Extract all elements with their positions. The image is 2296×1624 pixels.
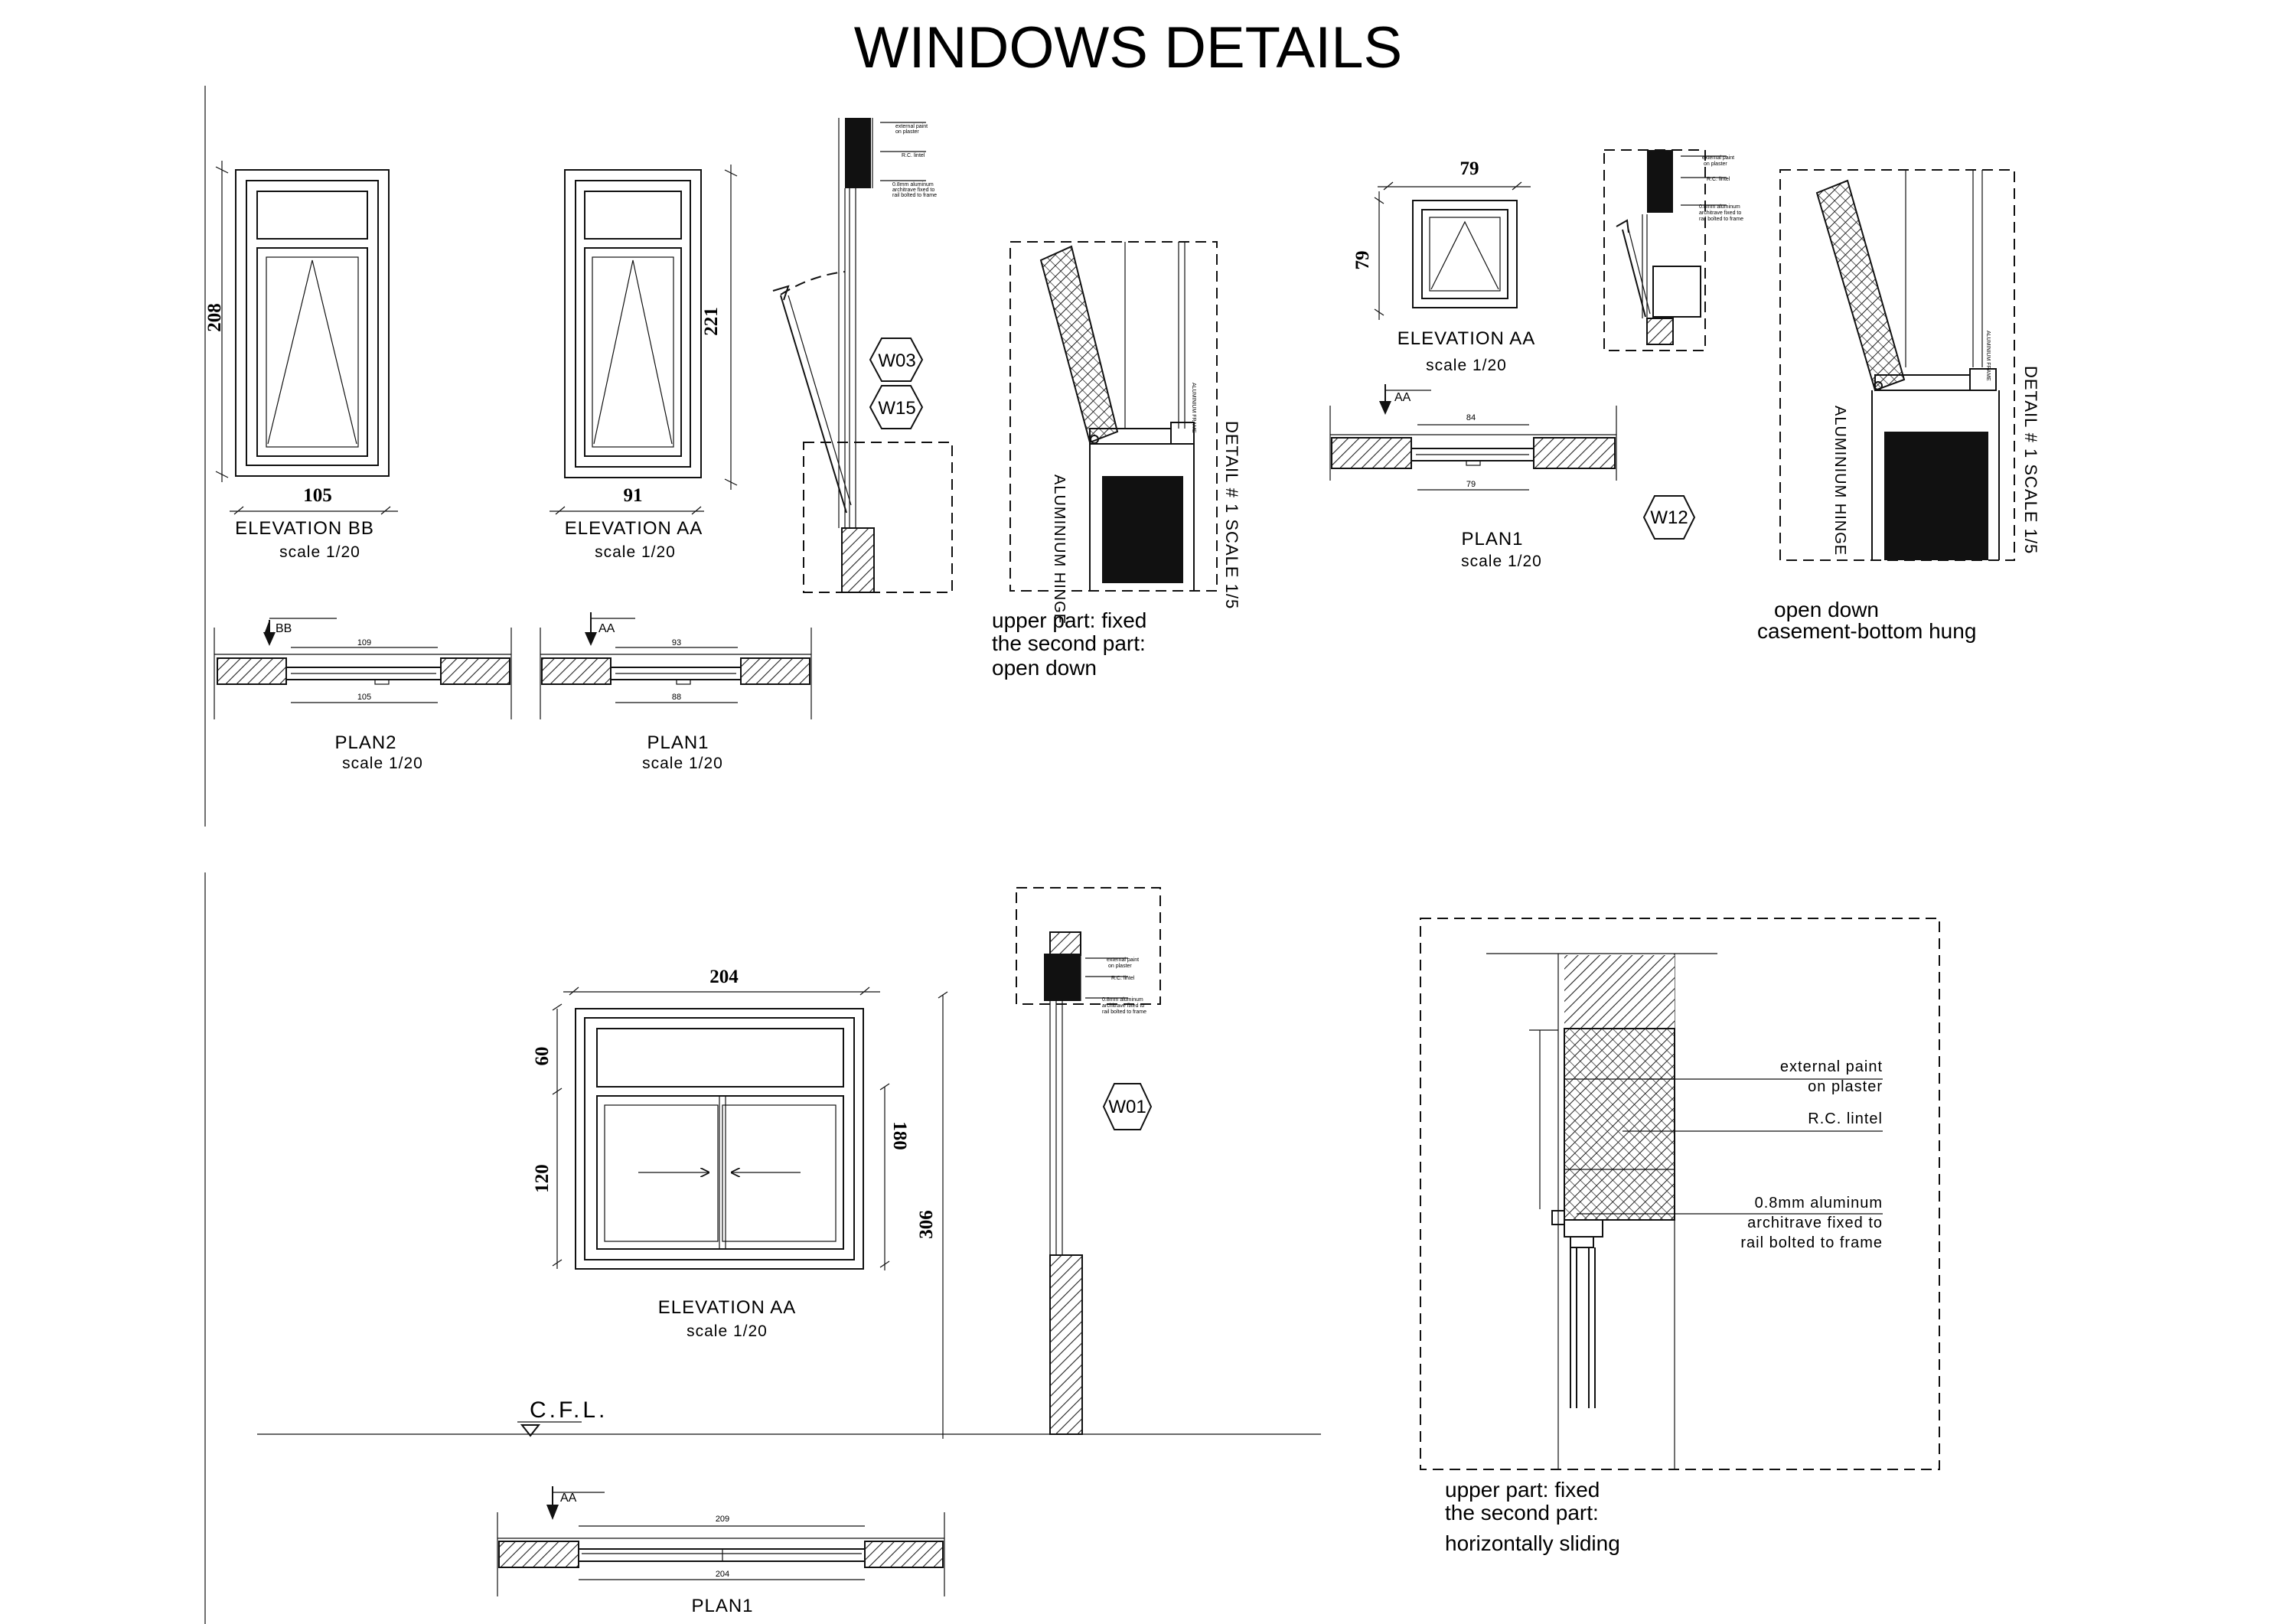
plan1-bottom: AA 209 204 PLAN1	[497, 1486, 945, 1616]
elev-bb-width-dim: 105	[303, 485, 332, 506]
plan1-right-scale: scale 1/20	[1461, 553, 1542, 570]
detail-1-frame-label: ALUMINIUM FRAME	[1191, 383, 1196, 433]
elev-bb-scale: scale 1/20	[279, 543, 360, 561]
elev-bb-height-dim: 208	[204, 303, 225, 332]
plan2-dim-bottom: 105	[357, 693, 371, 702]
svg-text:on plaster: on plaster	[895, 129, 919, 135]
elev-bottom-width-dim: 204	[709, 967, 739, 987]
large-section-detail: external paint on plaster R.C. lintel 0.…	[1420, 918, 1940, 1555]
svg-text:R.C. lintel: R.C. lintel	[1111, 976, 1135, 981]
detail-1-note-line-2: the second part:	[992, 631, 1146, 655]
callout-rail: rail bolted to frame	[1740, 1234, 1883, 1251]
elev-aa-width-dim: 91	[624, 485, 643, 506]
plan1-bottom-dim-top: 209	[716, 1515, 729, 1524]
plan1-right-label: PLAN1	[1461, 529, 1523, 549]
section-w03-w15: external paint on plaster R.C. lintel 0.…	[772, 118, 953, 593]
callout-external-paint: external paint	[1780, 1058, 1883, 1075]
section-w01: external paint on plaster R.C. lintel 0.…	[1016, 887, 1161, 1435]
elevation-aa-right: 79 79 ELEVATION AA scale 1/20	[1352, 158, 1536, 374]
tag-w03: W03	[878, 351, 915, 371]
elevation-aa-left: 221 91 ELEVATION AA scale 1/20	[550, 165, 738, 561]
svg-text:rail bolted to frame: rail bolted to frame	[892, 193, 937, 198]
plan1-bottom-label: PLAN1	[691, 1596, 753, 1616]
detail-1-hinge-label: ALUMINIUM HINGE	[1051, 474, 1068, 624]
large-detail-note-line-1: upper part: fixed	[1445, 1478, 1600, 1502]
elev-aa-right-height-dim: 79	[1352, 251, 1373, 270]
cfl-label: C.F.L.	[530, 1397, 608, 1423]
svg-text:on plaster: on plaster	[1704, 161, 1727, 167]
section-w12: external paint on plaster R.C. lintel 0.…	[1603, 149, 1743, 351]
plan1-left-scale: scale 1/20	[642, 755, 723, 772]
tag-w12: W12	[1650, 507, 1688, 528]
cfl-marker: C.F.L.	[257, 1397, 1321, 1437]
plan1-left-dim-bottom: 88	[672, 693, 681, 702]
elev-aa-scale: scale 1/20	[595, 543, 676, 561]
callout-aluminum: 0.8mm aluminum	[1755, 1195, 1883, 1211]
svg-text:on plaster: on plaster	[1108, 964, 1132, 969]
svg-text:R.C. lintel: R.C. lintel	[902, 153, 925, 158]
large-detail-note-line-2: the second part:	[1445, 1501, 1599, 1525]
detail-2-hinge-label: ALUMINIUM HINGE	[1831, 406, 1848, 556]
sheet-title: WINDOWS DETAILS	[854, 15, 1402, 80]
callout-rc-lintel: R.C. lintel	[1808, 1110, 1883, 1127]
plan1-bottom-dim-bottom: 204	[716, 1570, 729, 1579]
elev-aa-right-width-dim: 79	[1460, 158, 1479, 179]
svg-text:0.8mm aluminum: 0.8mm aluminum	[1699, 204, 1740, 210]
large-detail-note-line-3: horizontally sliding	[1445, 1531, 1620, 1555]
plan1-right: AA 84 79 PLAN1 scale 1/20 W12	[1329, 384, 1696, 570]
elev-bottom-right-dim: 180	[889, 1121, 910, 1150]
elev-bb-label: ELEVATION BB	[235, 518, 374, 539]
detail-2-frame-label: ALUMINIUM FRAME	[1985, 331, 1991, 381]
svg-text:0.8mm aluminum: 0.8mm aluminum	[892, 182, 934, 188]
elev-aa-height-dim: 221	[701, 307, 722, 336]
elevation-aa-bottom: 204 60 120 180 306 ELEVATION AA scale 1/…	[532, 967, 948, 1439]
svg-text:external paint: external paint	[895, 124, 928, 129]
tag-w15: W15	[878, 398, 915, 419]
tag-w01: W01	[1108, 1097, 1146, 1117]
detail-1-note-line-3: open down	[992, 656, 1097, 680]
svg-text:architrave fixed to: architrave fixed to	[892, 188, 934, 193]
plan2-section-mark: BB	[276, 622, 292, 635]
elev-aa-right-label: ELEVATION AA	[1397, 328, 1536, 349]
plan1-bottom-section-mark: AA	[560, 1492, 577, 1505]
plan2-scale: scale 1/20	[342, 755, 423, 772]
plan1-left-label: PLAN1	[647, 732, 709, 753]
elevation-bb: 208 105 ELEVATION BB scale 1/20	[204, 161, 398, 561]
svg-text:architrave fixed to: architrave fixed to	[1102, 1003, 1144, 1009]
detail-2-note-line-2: casement-bottom hung	[1757, 619, 1976, 643]
svg-text:external paint: external paint	[1702, 155, 1734, 161]
elev-aa-right-scale: scale 1/20	[1426, 357, 1507, 374]
elev-bottom-total-dim: 306	[916, 1210, 937, 1239]
elev-aa-label: ELEVATION AA	[565, 518, 703, 539]
plan2: BB 109 105 PLAN2 scale 1/20	[214, 618, 512, 772]
svg-text:rail bolted to frame: rail bolted to frame	[1102, 1009, 1146, 1015]
plan2-dim-top: 109	[357, 638, 371, 647]
plan1-left: AA 93 88 PLAN1 scale 1/20	[540, 612, 812, 772]
callout-on-plaster: on plaster	[1808, 1078, 1883, 1095]
svg-text:R.C. lintel: R.C. lintel	[1707, 177, 1730, 182]
detail-2-scale-label: DETAIL # 1 SCALE 1/5	[2021, 366, 2040, 554]
elev-bottom-bottom-dim: 120	[532, 1164, 553, 1193]
plan1-right-dim-top: 84	[1466, 413, 1476, 422]
detail-1-left: ALUMINIUM FRAME ALUMINIUM HINGE DETAIL #…	[992, 241, 1241, 680]
elev-bottom-scale: scale 1/20	[687, 1322, 768, 1340]
svg-text:0.8mm aluminum: 0.8mm aluminum	[1102, 997, 1143, 1003]
svg-text:architrave fixed to: architrave fixed to	[1699, 210, 1741, 216]
detail-1-scale-label: DETAIL # 1 SCALE 1/5	[1222, 421, 1241, 609]
svg-text:external paint: external paint	[1107, 957, 1139, 963]
plan1-right-dim-bottom: 79	[1466, 480, 1476, 489]
detail-2-note-line-1: open down	[1774, 598, 1879, 621]
detail-1-right: ALUMINIUM FRAME ALUMINIUM HINGE DETAIL #…	[1757, 169, 2040, 643]
svg-text:rail bolted to frame: rail bolted to frame	[1699, 217, 1743, 222]
elev-bottom-label: ELEVATION AA	[658, 1297, 797, 1318]
elev-bottom-top-dim: 60	[532, 1047, 553, 1066]
plan1-left-dim-top: 93	[672, 638, 681, 647]
plan1-left-section-mark: AA	[598, 622, 615, 635]
callout-architrave: architrave fixed to	[1747, 1215, 1883, 1231]
plan2-label: PLAN2	[334, 732, 396, 753]
plan1-right-section-mark: AA	[1394, 391, 1411, 404]
detail-1-note-line-1: upper part: fixed	[992, 608, 1146, 632]
